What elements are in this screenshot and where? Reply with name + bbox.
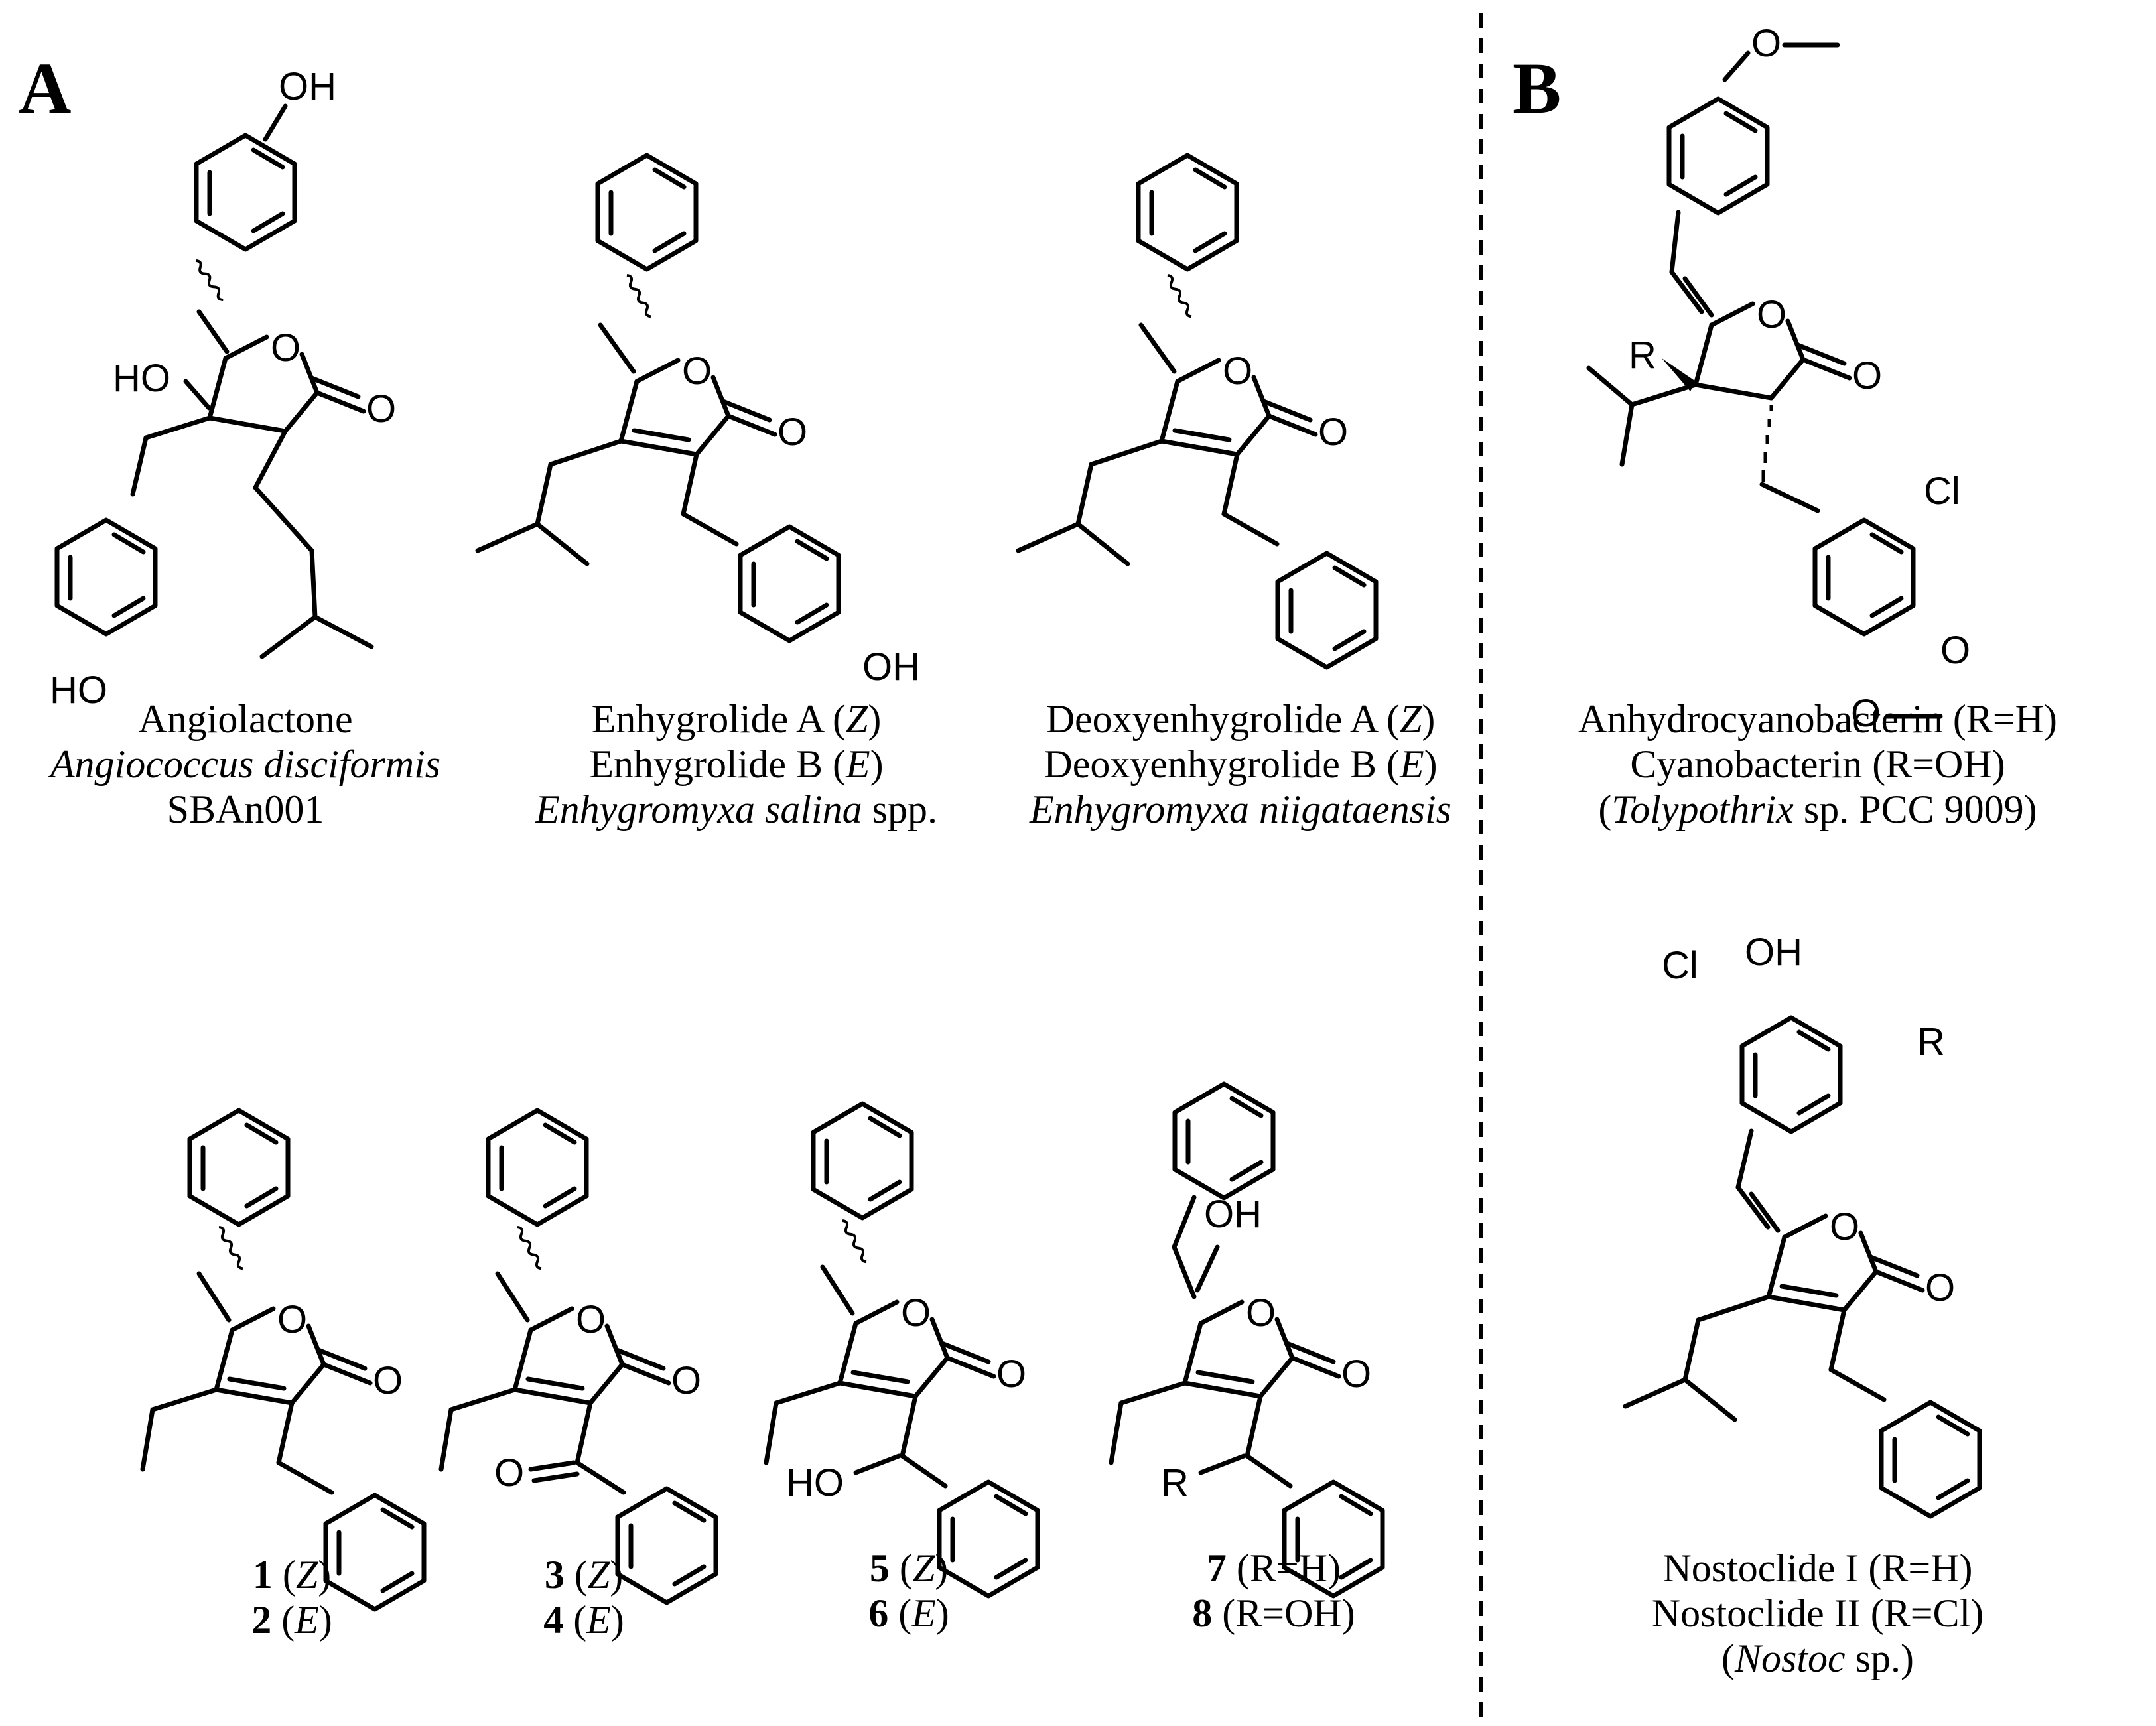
caption-enhygrolide: Enhygrolide A (Z) Enhygrolide B (E) Enhy… <box>535 697 937 832</box>
hydroxyl-label: OH <box>1204 1193 1262 1236</box>
compound-number: 2 <box>251 1598 272 1642</box>
configuration-label: Z <box>295 1553 318 1597</box>
structure-cyanobacterin: O R Cl O O <box>1586 22 1970 735</box>
methoxy-oxygen-label: O <box>1751 22 1781 65</box>
hydroxyl-label: OH <box>279 65 336 108</box>
configuration-label: E <box>845 742 870 786</box>
organism-name: Enhygromyxa salina <box>535 787 862 831</box>
caption-cyanobacterin: Anhydrocyanobacterin (R=H) Cyanobacterin… <box>1578 697 2057 832</box>
compound-number: 7 <box>1206 1546 1227 1590</box>
compound-number: 1 <box>252 1553 273 1597</box>
compound-name: Nostoclide I (R=H) <box>1662 1546 1973 1590</box>
compound-name-line: Deoxyenhygrolide A (Z) <box>1045 697 1436 741</box>
organism-line: (Nostoc sp.) <box>1721 1636 1914 1680</box>
caption-nostoclide: Nostoclide I (R=H) Nostoclide II (R=Cl) … <box>1652 1546 1984 1681</box>
dioxole-oxygen-label: O <box>1851 692 1881 735</box>
organism-suffix: sp. <box>1855 1636 1901 1680</box>
compound-number: 5 <box>869 1546 890 1590</box>
hydroxyl-label: HO <box>113 357 170 400</box>
structure-deoxyenhygrolide <box>1016 155 1376 667</box>
compound-name: Enhygrolide B <box>589 742 823 786</box>
configuration-label: Z <box>1399 697 1422 741</box>
compound-number: 6 <box>868 1591 889 1635</box>
structure-angiolactone: OH HO HO <box>50 65 396 712</box>
structure-nostoclide: OH Cl R <box>1623 931 1980 1516</box>
compound-name: Deoxyenhygrolide B <box>1044 742 1377 786</box>
compound-number: 8 <box>1192 1591 1213 1635</box>
caption-compound-1-2: 1 (Z) 2 (E) <box>251 1553 332 1642</box>
caption-compound-5-6: 5 (Z) 6 (E) <box>868 1546 949 1635</box>
compound-name: Angiolactone <box>138 697 353 741</box>
chlorine-label: Cl <box>1662 944 1698 987</box>
compound-number: 4 <box>543 1598 564 1642</box>
organism-line: (Tolypothrix sp. PCC 9009) <box>1598 787 2037 831</box>
organism-genus: Nostoc <box>1734 1636 1846 1680</box>
configuration-label: E <box>295 1598 319 1642</box>
structure-enhygrolide: OH <box>475 155 920 689</box>
r-group-label: R <box>1161 1461 1189 1504</box>
caption-deoxyenhygrolide: Deoxyenhygrolide A (Z) Deoxyenhygrolide … <box>1030 697 1451 832</box>
hydroxyl-label: OH <box>1745 931 1802 974</box>
configuration-label: Z <box>912 1546 935 1590</box>
ketone-oxygen-label: O <box>494 1451 524 1494</box>
hydroxyl-label: HO <box>786 1461 844 1504</box>
compound-number: 3 <box>544 1553 565 1597</box>
compound-name-line: Enhygrolide A (Z) <box>591 697 882 741</box>
panel-label-b: B <box>1513 48 1561 129</box>
configuration-label: E <box>911 1591 936 1635</box>
organism-suffix: spp. <box>872 787 938 831</box>
r-group-label: R <box>1629 334 1656 377</box>
configuration-label: E <box>1399 742 1424 786</box>
substituent-label: (R=OH) <box>1222 1591 1355 1635</box>
organism-line: Enhygromyxa salina spp. <box>535 787 937 832</box>
configuration-label: Z <box>845 697 868 741</box>
configuration-label: E <box>586 1598 611 1642</box>
r-group-label: R <box>1917 1020 1945 1063</box>
caption-compound-7-8: 7 (R=H) 8 (R=OH) <box>1192 1546 1355 1636</box>
structure-compound-1-2 <box>140 1110 424 1609</box>
hydroxyl-label: OH <box>862 645 920 689</box>
hydroxyl-label: HO <box>50 669 107 712</box>
compound-name: Deoxyenhygrolide A <box>1045 697 1377 741</box>
strain-name: SBAn001 <box>167 787 324 831</box>
compound-name: Cyanobacterin (R=OH) <box>1630 742 2005 786</box>
compound-name-line: Deoxyenhygrolide B (E) <box>1044 742 1438 786</box>
strain-name: sp. PCC 9009 <box>1803 787 2024 831</box>
caption-compound-3-4: 3 (Z) 4 (E) <box>543 1553 624 1642</box>
configuration-label: Z <box>587 1553 610 1597</box>
structure-compound-5-6: HO <box>764 1104 1038 1596</box>
compound-name: Enhygrolide A <box>591 697 823 741</box>
dioxole-oxygen-label: O <box>1940 629 1970 672</box>
organism-name: Angiococcus disciformis <box>50 742 441 786</box>
chlorine-label: Cl <box>1924 470 1960 513</box>
organism-name: Enhygromyxa niigataensis <box>1029 787 1452 831</box>
structure-compound-7-8: OH R <box>1109 1084 1382 1596</box>
caption-angiolactone: Angiolactone Angiococcus disciformis SBA… <box>50 697 440 832</box>
substituent-label: (R=H) <box>1236 1546 1341 1590</box>
structure-compound-3-4: O <box>438 1110 716 1603</box>
organism-genus: Tolypothrix <box>1611 787 1794 831</box>
panel-label-a: A <box>19 48 71 129</box>
compound-name: Nostoclide II (R=Cl) <box>1651 1591 1984 1635</box>
compound-name-line: Enhygrolide B (E) <box>589 742 884 786</box>
compound-name: Anhydrocyanobacterin (R=H) <box>1578 697 2057 741</box>
